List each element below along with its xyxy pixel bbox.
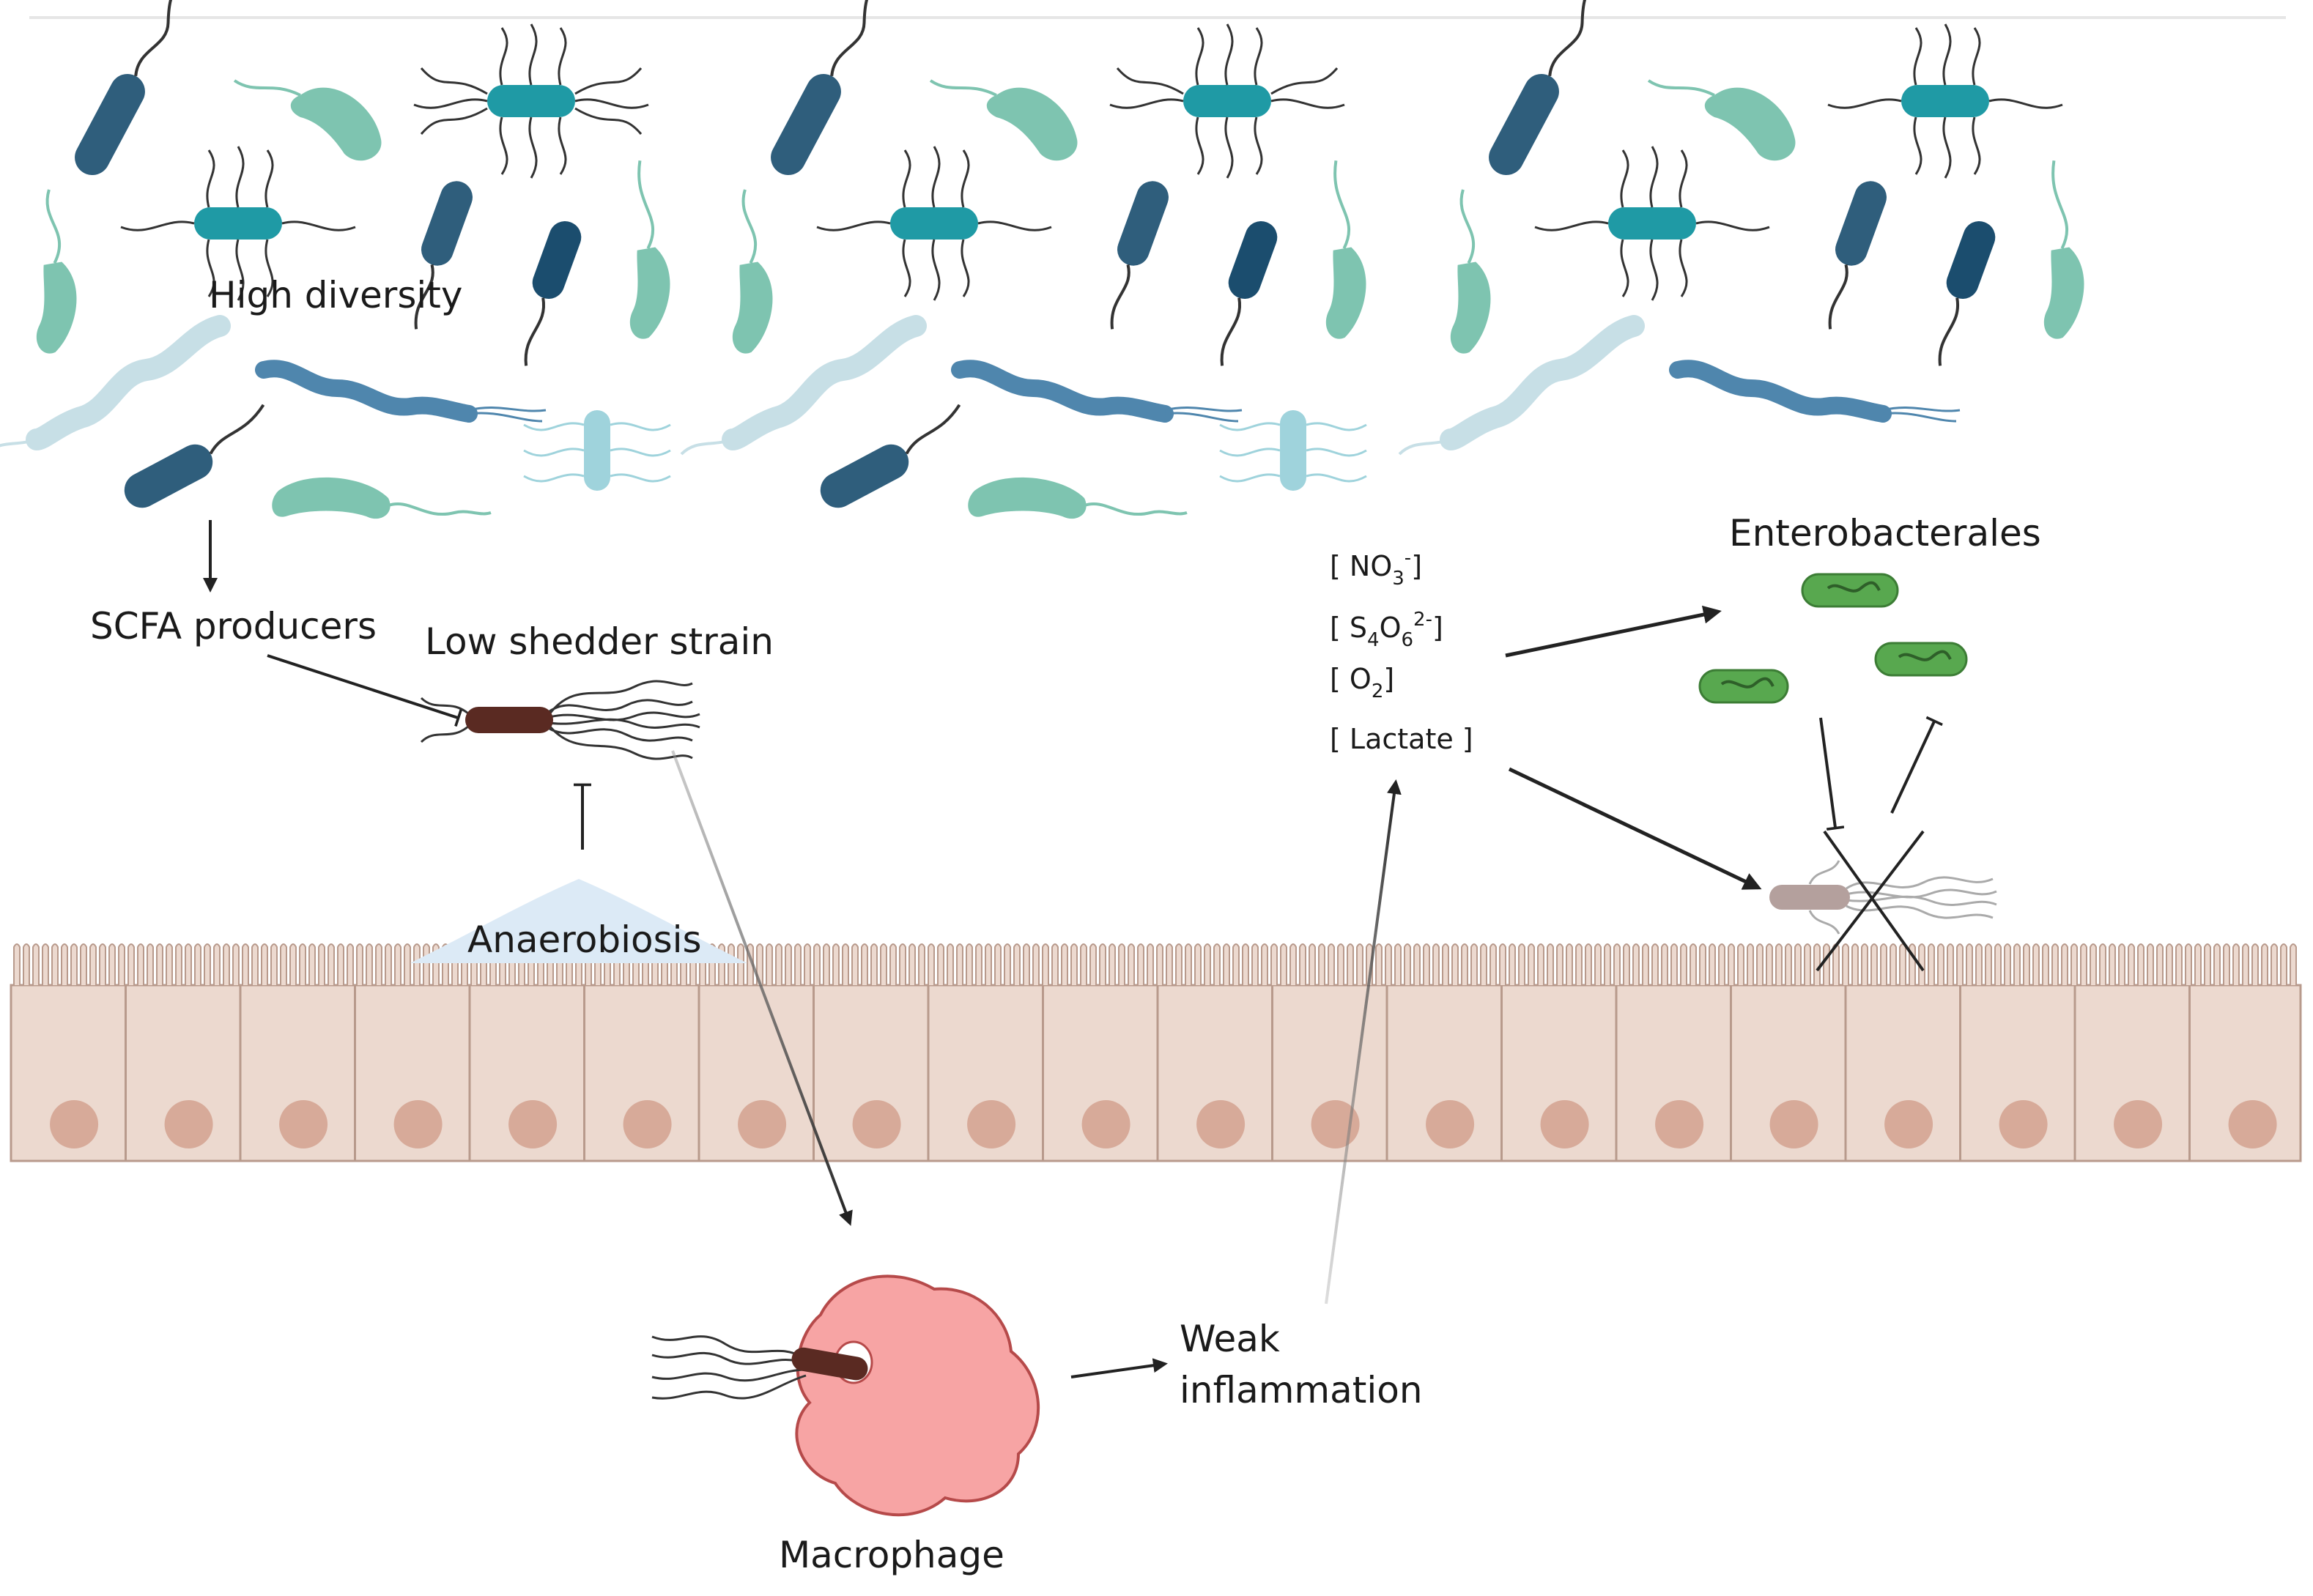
epithelial-cell-nucleus-icon (967, 1100, 1016, 1148)
epithelial-cell-nucleus-icon (1769, 1100, 1818, 1148)
epithelial-cell-nucleus-icon (393, 1100, 443, 1148)
dark-rod-bacterium-icon (820, 404, 961, 508)
arrow-acceptors-to-enterobacterales (1505, 605, 1722, 658)
dark-rod-bacterium-icon (414, 181, 473, 330)
enterobacterales-rod-icon (1698, 669, 1789, 704)
epithelial-cell-nucleus-icon (2228, 1100, 2277, 1148)
dark-rod-bacterium-icon (771, 0, 880, 176)
epithelial-cell-nucleus-icon (1426, 1100, 1475, 1148)
mint-vibrio-bacterium-icon (1325, 160, 1366, 339)
epithelial-cell-nucleus-icon (164, 1100, 213, 1148)
mint-vibrio-bacterium-icon (233, 79, 382, 161)
mint-vibrio-bacterium-icon (1450, 189, 1491, 354)
light-peritrichous-bacterium-icon (1219, 410, 1367, 491)
teal-peritrichous-bacterium-icon (120, 146, 356, 301)
nitrate-label: [ NO3-] (1330, 547, 1422, 590)
enterobacterales-rod-icon (1874, 642, 1968, 677)
inhibition-scfa-to-strain (267, 654, 463, 727)
dark-rod-bacterium-icon (1828, 181, 1887, 330)
mint-vibrio-bacterium-icon (732, 189, 773, 354)
microbiota-cluster-2 (680, 0, 1367, 519)
cross-line-2 (1816, 830, 1925, 972)
lactate-label: [ Lactate ] (1330, 723, 1473, 755)
enterobacterales-label: Enterobacterales (1729, 512, 2041, 554)
mint-vibrio-bacterium-icon (929, 79, 1078, 161)
outcompeted-strain-icon (1769, 860, 1997, 935)
low-shedder-strain-icon (420, 680, 700, 760)
anaerobiosis-label: Anaerobiosis (467, 918, 702, 961)
epithelial-cell-nucleus-icon (50, 1100, 99, 1148)
mint-vibrio-bacterium-icon (2043, 160, 2084, 339)
macrophage-cell-icon (651, 1274, 1040, 1517)
dark-rod-bacterium-icon (124, 404, 265, 508)
light-peritrichous-bacterium-icon (523, 410, 671, 491)
arrow-inflammation-to-acceptors (1325, 779, 1402, 1304)
epithelium (10, 943, 2302, 1162)
arrow-macrophage-to-inflammation (1070, 1358, 1168, 1378)
arrow-strain-to-macrophage (671, 750, 853, 1226)
epithelial-cell-nucleus-icon (1655, 1100, 1704, 1148)
spirochete-bacterium-icon (1669, 360, 1961, 423)
dark-rod-bacterium-icon (1220, 220, 1278, 366)
anaerobiosis-zone (410, 879, 747, 963)
epithelial-cell-nucleus-icon (1999, 1100, 2048, 1148)
low-shedder-strain-label: Low shedder strain (425, 620, 774, 663)
epithelial-cell-nucleus-icon (623, 1100, 672, 1148)
microvilli (13, 943, 2297, 985)
spirochete-bacterium-icon (255, 360, 547, 423)
weak-inflammation-label-line1: Weak (1180, 1318, 1280, 1360)
teal-peritrichous-bacterium-icon (816, 146, 1052, 301)
epithelial-cell-nucleus-icon (508, 1100, 558, 1148)
epithelial-cell-nucleus-icon (1196, 1100, 1246, 1148)
epithelial-cell-nucleus-icon (1540, 1100, 1589, 1148)
mint-vibrio-bacterium-icon (1647, 79, 1796, 161)
top-rule (29, 16, 2286, 19)
epithelial-cell-nucleus-icon (1884, 1100, 1933, 1148)
epithelial-cell-nucleus-icon (1081, 1100, 1130, 1148)
teal-peritrichous-bacterium-icon (413, 23, 649, 179)
weak-inflammation-label-line2: inflammation (1180, 1369, 1423, 1411)
scfa-producers-label: SCFA producers (90, 605, 377, 647)
epithelial-cell-nucleus-icon (738, 1100, 787, 1148)
mint-vibrio-bacterium-icon (968, 477, 1188, 519)
mint-vibrio-bacterium-icon (629, 160, 670, 339)
teal-peritrichous-bacterium-icon (1109, 23, 1345, 179)
dark-rod-bacterium-icon (1110, 181, 1169, 330)
enterobacterales-rod-icon (1801, 573, 1899, 608)
arrow-acceptors-to-faded-strain (1508, 767, 1762, 890)
teal-peritrichous-bacterium-icon (1827, 23, 2063, 179)
dark-rod-bacterium-icon (524, 220, 582, 366)
spirochete-bacterium-icon (951, 360, 1243, 423)
high-diversity-label: High diversity (209, 274, 462, 316)
macrophage-label: Macrophage (779, 1534, 1004, 1576)
microbiota-cluster-1 (0, 0, 671, 519)
cross-line-1 (1823, 830, 1925, 972)
teal-peritrichous-bacterium-icon (1534, 146, 1770, 301)
dark-rod-bacterium-icon (1489, 0, 1598, 176)
inhibition-strain-to-enterobacterales (1890, 716, 1943, 814)
tetrathionate-label: [ S4O62-] (1330, 609, 1443, 651)
mint-vibrio-bacterium-icon (36, 189, 77, 354)
dark-rod-bacterium-icon (75, 0, 184, 176)
epithelial-cell-nucleus-icon (2114, 1100, 2163, 1148)
oxygen-label: [ O2] (1330, 663, 1394, 702)
spirochete-bacterium-icon (1398, 315, 1645, 456)
microbiota-cluster-3 (1398, 0, 2084, 456)
mint-vibrio-bacterium-icon (272, 477, 492, 519)
spirochete-bacterium-icon (0, 315, 231, 450)
inhibition-enterobacterales-to-strain (1819, 717, 1845, 831)
spirochete-bacterium-icon (680, 315, 927, 456)
epithelial-cell-nucleus-icon (852, 1100, 901, 1148)
dark-rod-bacterium-icon (1938, 220, 1996, 366)
epithelial-cell-nucleus-icon (279, 1100, 328, 1148)
